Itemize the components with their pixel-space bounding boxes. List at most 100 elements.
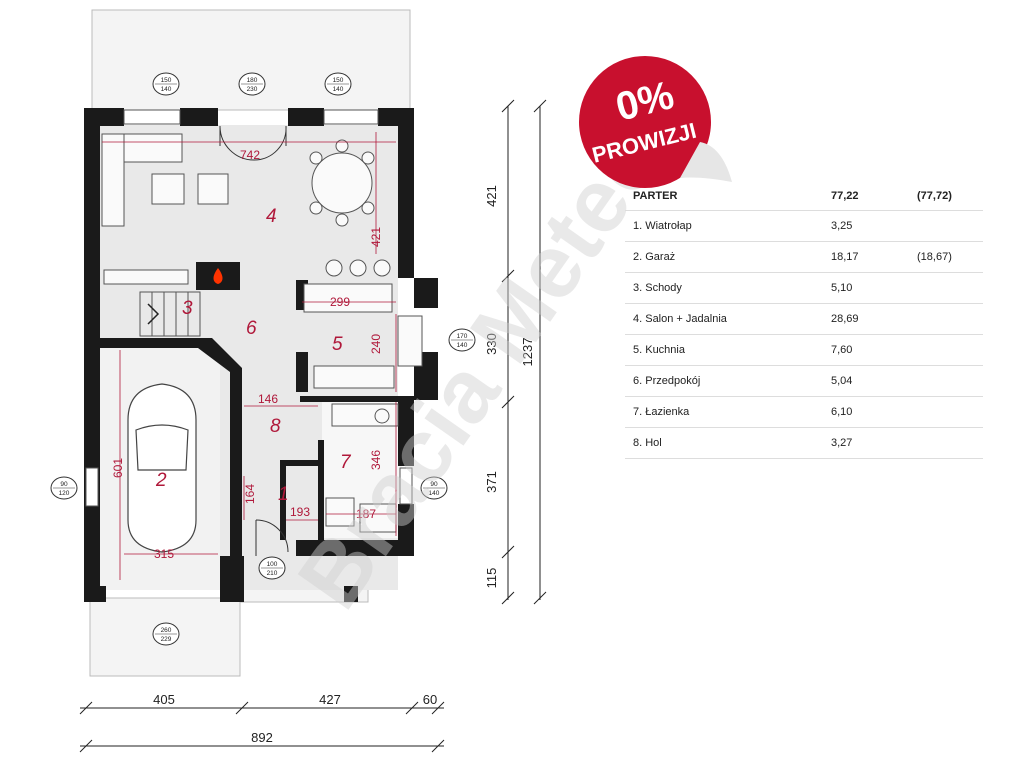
svg-text:150: 150 bbox=[161, 77, 172, 84]
svg-text:260: 260 bbox=[161, 627, 172, 634]
room-name: 4. Salon + Jadalnia bbox=[625, 303, 823, 335]
svg-text:140: 140 bbox=[161, 86, 172, 93]
svg-text:180: 180 bbox=[247, 77, 258, 84]
room-number-4: 4 bbox=[266, 206, 277, 227]
window-tag-top-left: 150 140 bbox=[152, 72, 180, 96]
table-header-gross: (77,72) bbox=[909, 182, 983, 211]
svg-text:120: 120 bbox=[59, 490, 70, 497]
badge-curl bbox=[680, 142, 732, 182]
room-name: 2. Garaż bbox=[625, 241, 823, 273]
room-name: 3. Schody bbox=[625, 272, 823, 304]
terrace-door bbox=[219, 125, 287, 161]
svg-text:150: 150 bbox=[333, 77, 344, 84]
room-area-gross bbox=[909, 396, 983, 428]
side-windows bbox=[85, 467, 413, 507]
room-number-5: 5 bbox=[332, 334, 343, 355]
room-area: 6,10 bbox=[823, 396, 909, 428]
svg-text:210: 210 bbox=[267, 570, 278, 577]
dim-146: 146 bbox=[258, 392, 278, 406]
window-tag-kitchen: 170 140 bbox=[448, 328, 476, 352]
dim-164: 164 bbox=[243, 484, 257, 504]
table-row: 8. Hol 3,27 bbox=[625, 427, 983, 459]
table-row: 3. Schody 5,10 bbox=[625, 272, 983, 304]
table-row: 4. Salon + Jadalnia 28,69 bbox=[625, 303, 983, 335]
dim-299: 299 bbox=[330, 295, 350, 309]
window-tag-left: 90 120 bbox=[50, 476, 78, 500]
room-area: 3,25 bbox=[823, 210, 909, 242]
window-tag-garage: 260 229 bbox=[152, 622, 180, 646]
room-area-gross bbox=[909, 272, 983, 304]
room-number-7: 7 bbox=[340, 452, 352, 473]
dim-421-inner: 421 bbox=[369, 227, 383, 247]
svg-text:170: 170 bbox=[457, 333, 468, 340]
dim-187: 187 bbox=[356, 507, 376, 521]
dim-total-height: 1237 bbox=[520, 338, 535, 367]
badge-circle bbox=[579, 56, 711, 188]
table-row: 5. Kuchnia 7,60 bbox=[625, 334, 983, 366]
room-area: 5,04 bbox=[823, 365, 909, 397]
svg-text:90: 90 bbox=[430, 481, 438, 488]
right-dimension-chain bbox=[501, 99, 547, 605]
table-row: 6. Przedpokój 5,04 bbox=[625, 365, 983, 397]
table-row: 7. Łazienka 6,10 bbox=[625, 396, 983, 428]
entrance-door bbox=[255, 519, 289, 556]
svg-text:100: 100 bbox=[267, 561, 278, 568]
window-tag-top-door: 180 230 bbox=[238, 72, 266, 96]
room-name: 5. Kuchnia bbox=[625, 334, 823, 366]
dim-right-421: 421 bbox=[484, 185, 499, 207]
svg-text:90: 90 bbox=[60, 481, 68, 488]
svg-text:140: 140 bbox=[457, 342, 468, 349]
svg-text:140: 140 bbox=[429, 490, 440, 497]
dim-bottom-60: 60 bbox=[423, 692, 437, 707]
room-name: 8. Hol bbox=[625, 427, 823, 459]
dim-193: 193 bbox=[290, 505, 310, 519]
table-header-name: PARTER bbox=[625, 182, 823, 211]
table-header-row: PARTER 77,22 (77,72) bbox=[625, 182, 983, 211]
car bbox=[119, 350, 197, 580]
room-area-gross bbox=[909, 334, 983, 366]
interior-dimension-lines bbox=[102, 132, 397, 555]
room-number-8: 8 bbox=[270, 416, 281, 437]
window-tag-bath: 90 140 bbox=[420, 476, 448, 500]
dim-346: 346 bbox=[369, 450, 383, 470]
table-row: 1. Wiatrołap 3,25 bbox=[625, 210, 983, 242]
svg-text:229: 229 bbox=[161, 636, 172, 643]
room-area-gross bbox=[909, 427, 983, 459]
dim-601: 601 bbox=[111, 458, 125, 478]
bottom-dimension-chain bbox=[79, 701, 445, 753]
dim-bottom-total: 892 bbox=[251, 730, 273, 745]
dim-bottom-405: 405 bbox=[153, 692, 175, 707]
room-area: 5,10 bbox=[823, 272, 909, 304]
room-number-6: 6 bbox=[246, 318, 257, 339]
dim-315: 315 bbox=[154, 547, 174, 561]
furniture bbox=[101, 133, 423, 533]
room-area: 7,60 bbox=[823, 334, 909, 366]
area-table: PARTER 77,22 (77,72) 1. Wiatrołap 3,25 2… bbox=[625, 182, 983, 459]
room-area-gross bbox=[909, 303, 983, 335]
room-number-1: 1 bbox=[278, 484, 289, 505]
room-number-2: 2 bbox=[155, 470, 167, 491]
dim-bottom-427: 427 bbox=[319, 692, 341, 707]
stairs bbox=[139, 291, 201, 337]
room-area-gross bbox=[909, 365, 983, 397]
dim-240: 240 bbox=[369, 334, 383, 354]
room-name: 1. Wiatrołap bbox=[625, 210, 823, 242]
dim-right-330: 330 bbox=[484, 333, 499, 355]
svg-text:140: 140 bbox=[333, 86, 344, 93]
room-area: 28,69 bbox=[823, 303, 909, 335]
commission-badge: 0% PROWIZJI bbox=[579, 56, 732, 188]
dim-742: 742 bbox=[240, 148, 260, 162]
svg-text:230: 230 bbox=[247, 86, 258, 93]
room-area-gross: (18,67) bbox=[909, 241, 983, 273]
dim-right-115: 115 bbox=[484, 568, 499, 589]
room-area: 18,17 bbox=[823, 241, 909, 273]
room-number-3: 3 bbox=[182, 298, 193, 319]
dim-right-371: 371 bbox=[484, 471, 499, 493]
table-header-net: 77,22 bbox=[823, 182, 909, 211]
fire-icon bbox=[213, 268, 223, 284]
room-area-gross bbox=[909, 210, 983, 242]
room-area: 3,27 bbox=[823, 427, 909, 459]
window-tag-top-right: 150 140 bbox=[324, 72, 352, 96]
top-windows bbox=[123, 109, 379, 125]
room-name: 7. Łazienka bbox=[625, 396, 823, 428]
